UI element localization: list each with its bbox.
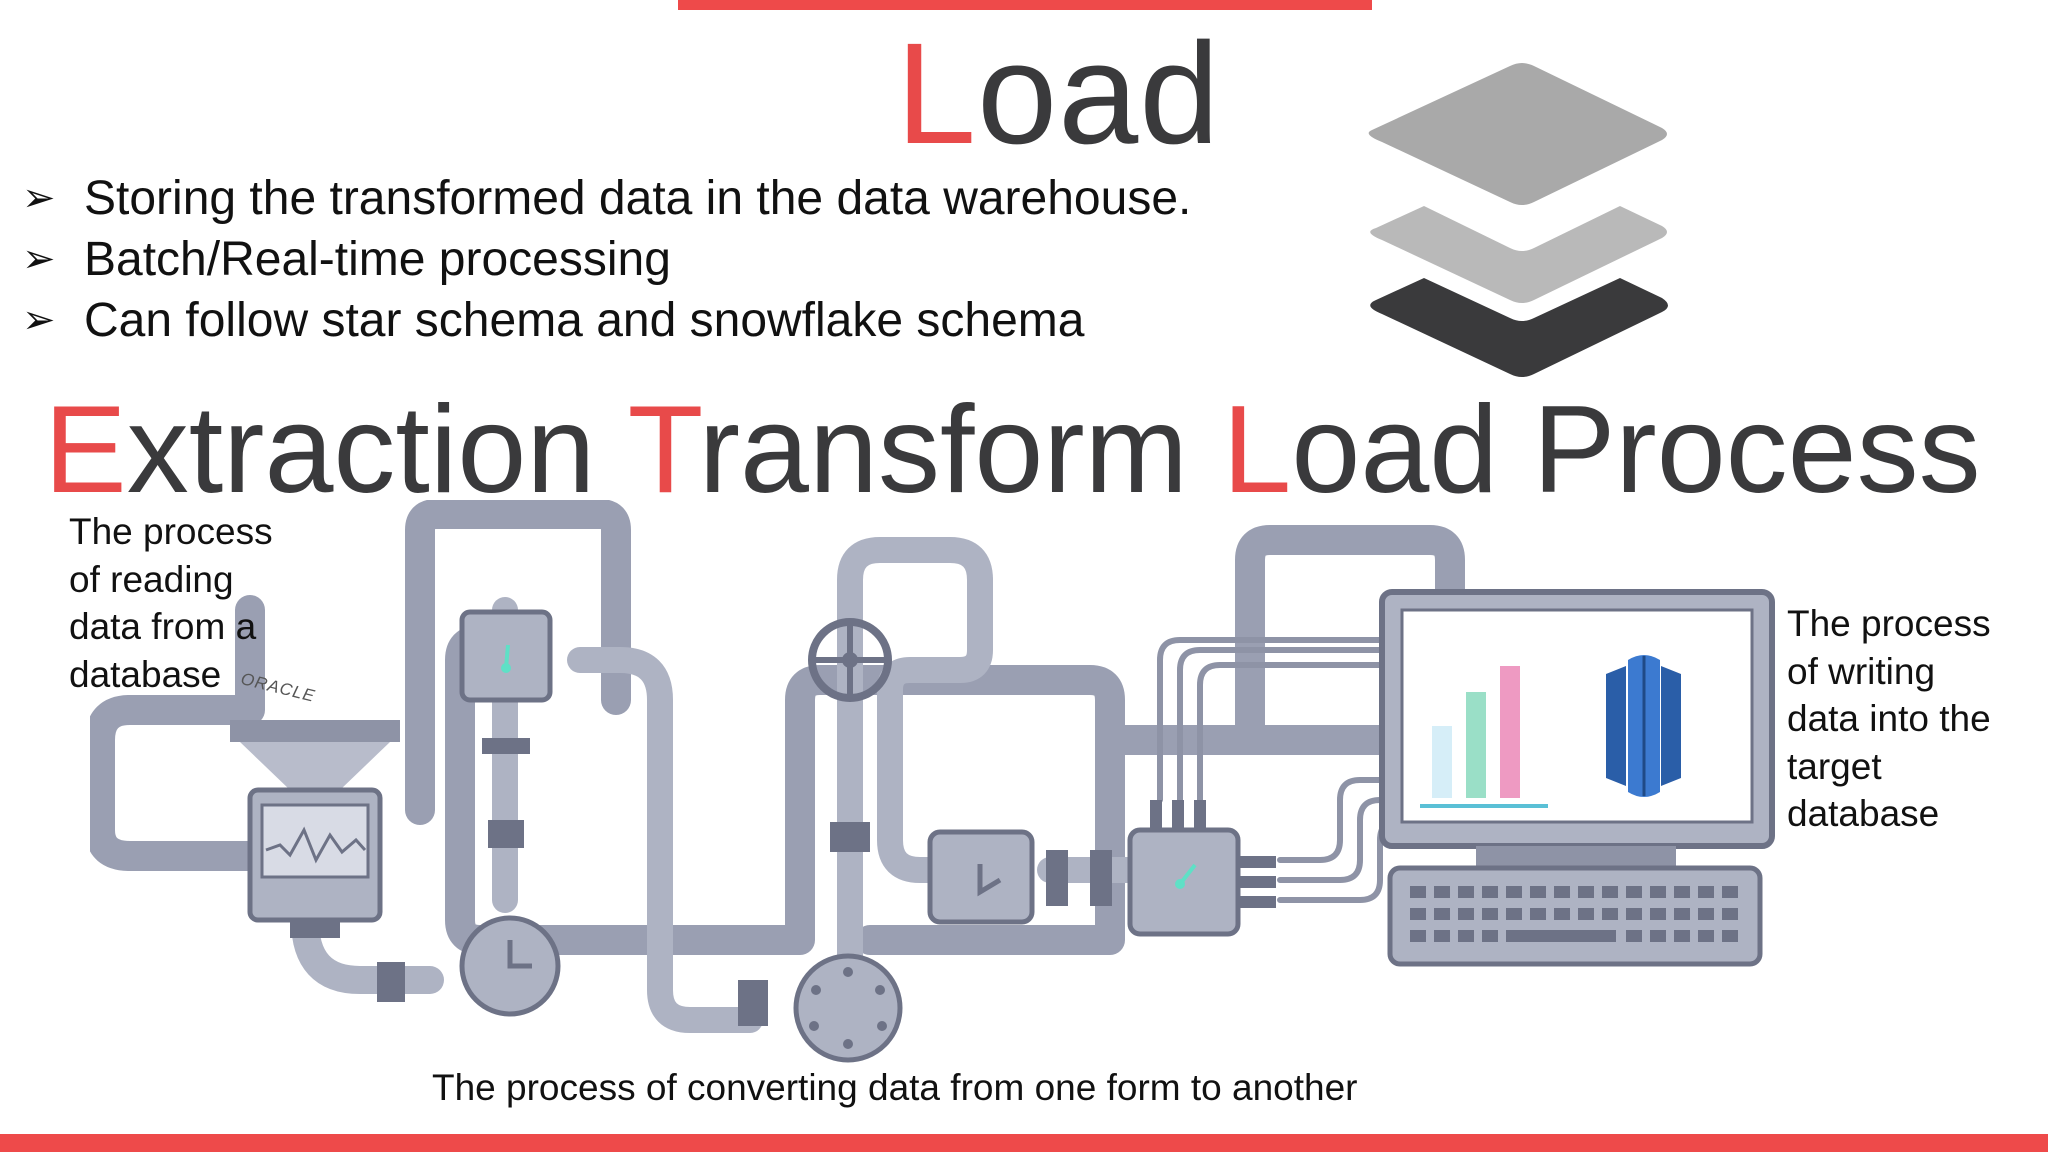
arrow-bullet-icon: ➢ — [22, 176, 56, 220]
layers-icon — [1368, 63, 1668, 377]
top-accent-bar — [678, 0, 1372, 10]
load-heading-rest: oad — [977, 13, 1221, 174]
bar-chart-icon — [1420, 666, 1548, 808]
extraction-description: The process of reading data from a datab… — [69, 511, 273, 695]
transform-description: The process of converting data from one … — [432, 1067, 1358, 1108]
etl-heading: Extraction Transform Load Process — [44, 381, 1981, 519]
load-heading-initial: L — [896, 13, 978, 174]
load-heading: Load — [896, 22, 1220, 166]
bottom-accent-bar — [0, 1134, 2048, 1152]
load-description: The process of writing data into the tar… — [1787, 603, 1991, 834]
arrow-bullet-icon: ➢ — [22, 237, 56, 281]
bullet-list: ➢Storing the transformed data in the dat… — [22, 168, 1191, 351]
bullet-item: ➢Storing the transformed data in the dat… — [22, 168, 1191, 229]
bullet-item: ➢Batch/Real-time processing — [22, 229, 1191, 290]
database-icon — [1606, 655, 1681, 797]
arrow-bullet-icon: ➢ — [22, 298, 56, 342]
pipeline-illustration — [90, 500, 1465, 1063]
bullet-item: ➢Can follow star schema and snowflake sc… — [22, 290, 1191, 351]
monitor-icon — [1379, 589, 1775, 967]
